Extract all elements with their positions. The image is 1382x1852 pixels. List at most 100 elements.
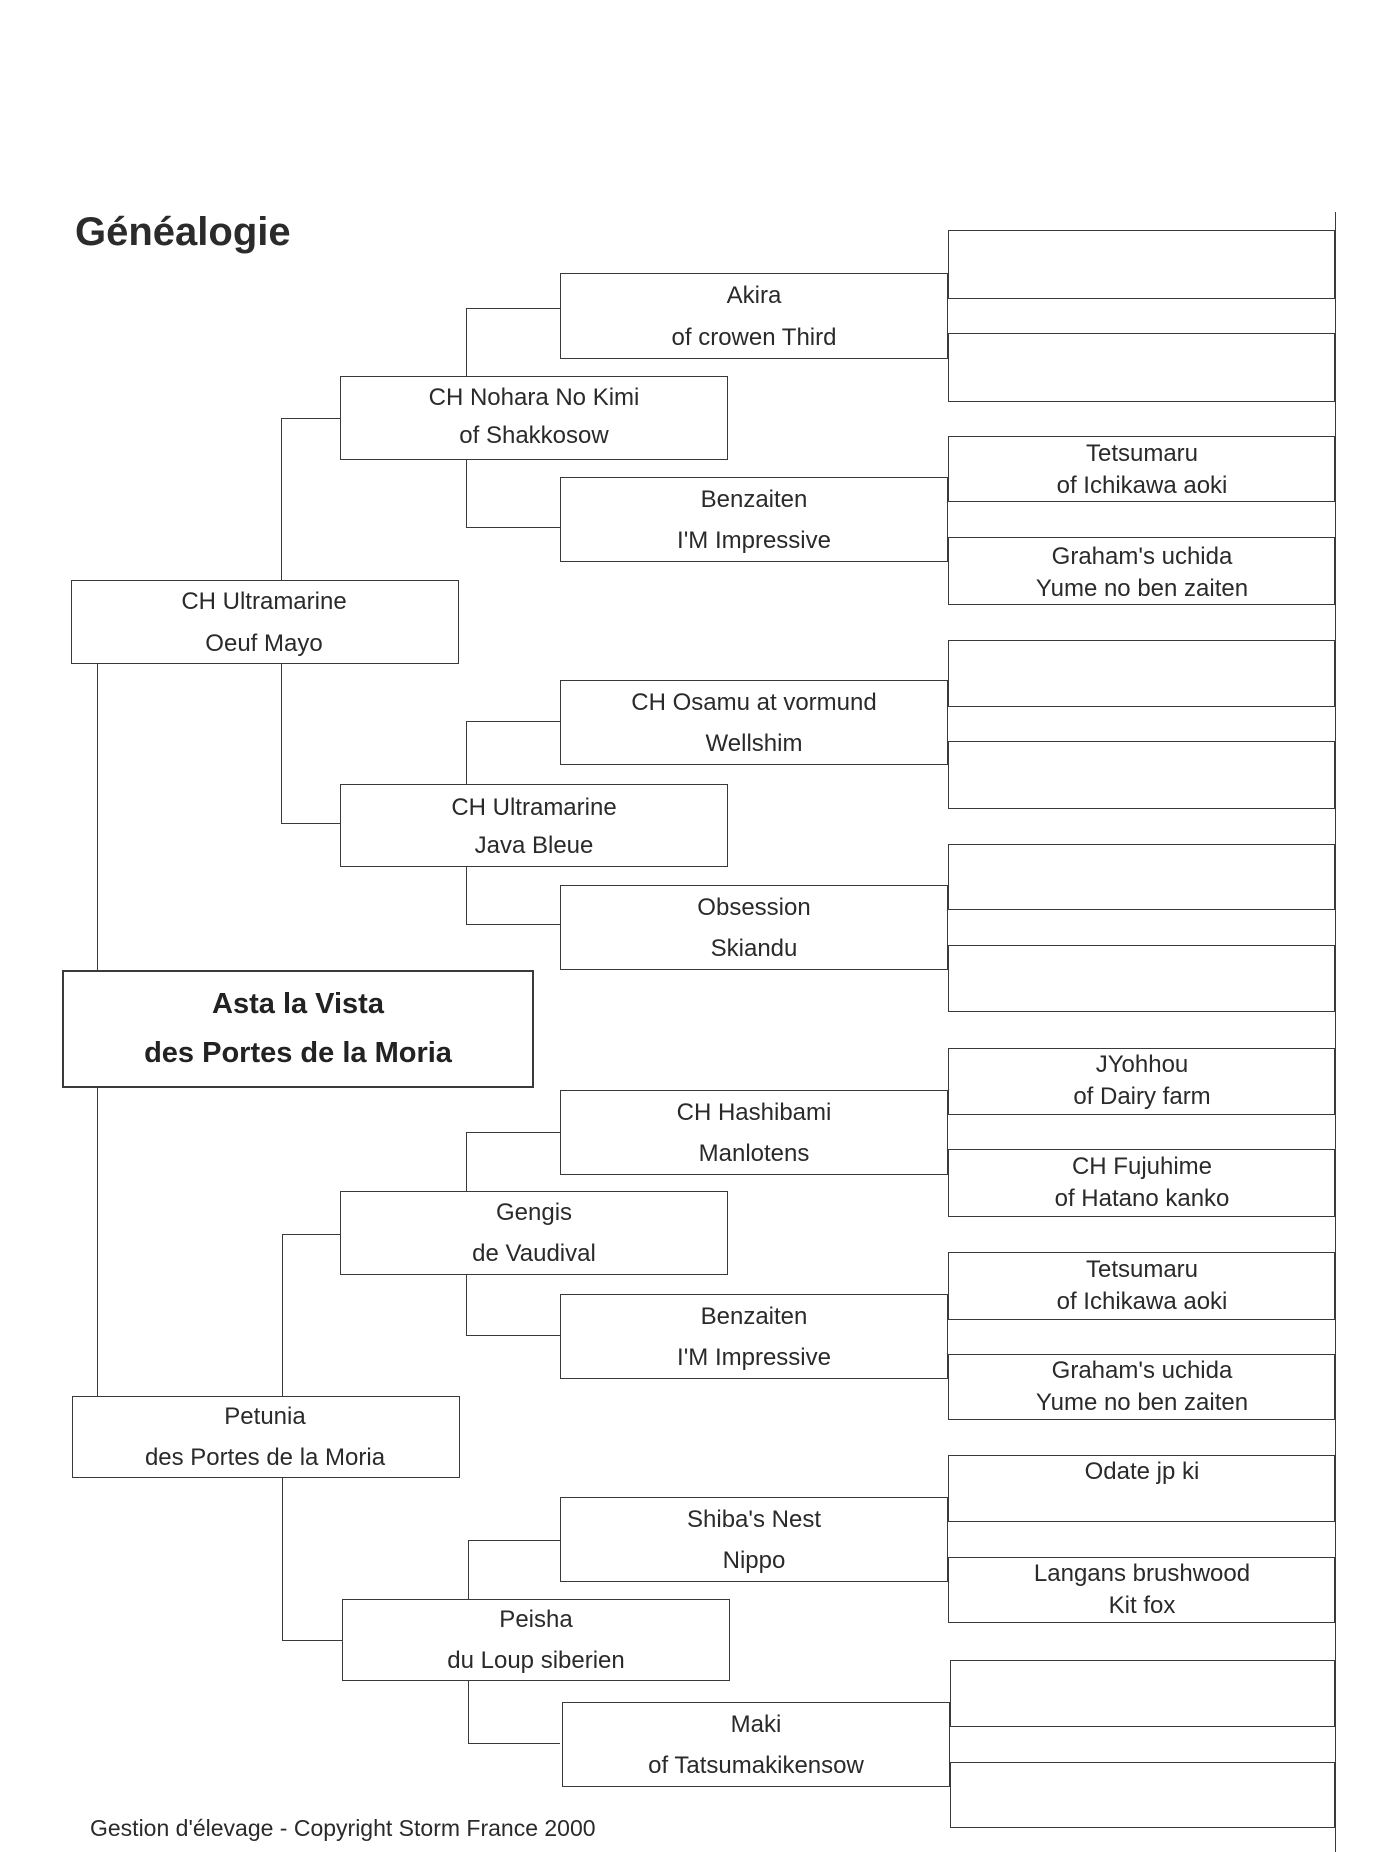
great-grandparent-box [560, 273, 948, 359]
great-great-grandparent-kennel: Yume no ben zaiten [1035, 575, 1249, 602]
great-grandparent-box [560, 680, 948, 765]
great-great-grandparent-kennel: of Ichikawa aoki [1056, 1288, 1228, 1315]
connector-line [466, 527, 560, 528]
connector-line [466, 867, 467, 924]
great-grandparent-name: Benzaiten [700, 486, 808, 513]
great-grandparent-name: Benzaiten [700, 1303, 808, 1330]
connector-line [281, 823, 340, 824]
great-grandparent-box [562, 1702, 950, 1787]
grandparent-name: CH Nohara No Kimi [428, 384, 640, 411]
connector-line [466, 1275, 467, 1335]
connector-line [97, 1088, 98, 1396]
great-great-grandparent-box [948, 741, 1335, 809]
connector-line [282, 1478, 283, 1640]
connector-line [468, 1540, 560, 1541]
great-great-grandparent-name: Graham's uchida [1051, 543, 1233, 570]
sire-name: CH Ultramarine [181, 588, 347, 615]
connector-line [466, 1335, 560, 1336]
great-great-grandparent-box [948, 844, 1335, 910]
grandparent-kennel: du Loup siberien [447, 1647, 625, 1674]
great-great-grandparent-name: Graham's uchida [1051, 1357, 1233, 1384]
connector-line [468, 1540, 469, 1599]
connector-line [466, 308, 560, 309]
dam-kennel: des Portes de la Moria [144, 1444, 386, 1471]
great-great-grandparent-kennel: of Ichikawa aoki [1056, 472, 1228, 499]
page-title: Généalogie [75, 210, 291, 254]
pedigree-root-box [62, 970, 534, 1088]
great-great-grandparent-name: CH Fujuhime [1071, 1153, 1213, 1180]
root-name: Asta la Vista [212, 988, 384, 1020]
great-great-grandparent-name: Tetsumaru [1085, 440, 1199, 467]
great-great-grandparent-box [948, 436, 1335, 502]
grandparent-box [342, 1599, 730, 1681]
connector-line [282, 1234, 283, 1396]
great-great-grandparent-box [948, 1252, 1335, 1320]
great-grandparent-kennel: Manlotens [698, 1140, 810, 1167]
great-great-grandparent-box [948, 1557, 1335, 1623]
connector-line [97, 664, 98, 970]
connector-line [466, 721, 467, 784]
great-great-grandparent-box [948, 1354, 1335, 1420]
connector-line [466, 721, 560, 722]
great-great-grandparent-name: JYohhou [1095, 1051, 1189, 1078]
great-grandparent-kennel: of crowen Third [671, 324, 837, 351]
great-grandparent-box [560, 885, 948, 970]
great-great-grandparent-name: Tetsumaru [1085, 1256, 1199, 1283]
great-grandparent-name: Maki [730, 1711, 782, 1738]
grandparent-kennel: de Vaudival [472, 1240, 596, 1267]
great-grandparent-kennel: I'M Impressive [677, 1344, 831, 1371]
great-great-grandparent-name: Langans brushwood [1033, 1560, 1251, 1587]
great-great-grandparent-box [948, 333, 1335, 402]
great-great-grandparent-box [948, 1048, 1335, 1115]
great-grandparent-name: CH Hashibami [676, 1099, 832, 1126]
great-great-grandparent-box [948, 1455, 1335, 1522]
grandparent-name: Peisha [499, 1606, 573, 1633]
connector-line [466, 1132, 467, 1191]
grandparent-kennel: of Shakkosow [459, 422, 609, 449]
great-great-grandparent-kennel: of Dairy farm [1073, 1083, 1211, 1110]
great-great-grandparent-box [948, 230, 1335, 299]
great-grandparent-kennel: of Tatsumakikensow [648, 1752, 864, 1779]
great-great-grandparent-box [948, 537, 1335, 605]
great-grandparent-box [560, 1090, 948, 1175]
connector-line [466, 460, 467, 527]
great-great-grandparent-name: Odate jp ki [1084, 1458, 1200, 1485]
footer-copyright: Gestion d'élevage - Copyright Storm Fran… [90, 1815, 596, 1841]
grandparent-name: Gengis [495, 1199, 573, 1226]
great-grandparent-kennel: Skiandu [710, 935, 798, 962]
great-great-grandparent-box [950, 1660, 1335, 1727]
dam-box [72, 1396, 460, 1478]
great-grandparent-kennel: Nippo [722, 1547, 786, 1574]
great-grandparent-kennel: I'M Impressive [677, 527, 831, 554]
connector-line [282, 1234, 340, 1235]
grandparent-kennel: Java Bleue [474, 832, 594, 859]
great-grandparent-box [560, 1294, 948, 1379]
great-grandparent-name: Shiba's Nest [687, 1506, 821, 1533]
grandparent-box [340, 784, 728, 867]
great-grandparent-name: CH Osamu at vormund [631, 689, 877, 716]
great-great-grandparent-box [948, 1149, 1335, 1217]
great-great-grandparent-kennel: Kit fox [1108, 1592, 1176, 1619]
sire-box [71, 580, 459, 664]
connector-line [468, 1743, 560, 1744]
grandparent-box [340, 1191, 728, 1275]
great-great-grandparent-box [950, 1762, 1335, 1828]
connector-line [282, 1640, 342, 1641]
great-grandparent-box [560, 1497, 948, 1582]
great-grandparent-kennel: Wellshim [705, 730, 803, 757]
pedigree-right-edge [1335, 212, 1336, 1852]
connector-line [281, 418, 340, 419]
connector-line [466, 924, 560, 925]
connector-line [281, 418, 282, 580]
great-grandparent-name: Akira [726, 282, 782, 309]
great-great-grandparent-kennel: Yume no ben zaiten [1035, 1389, 1249, 1416]
connector-line [466, 1132, 560, 1133]
grandparent-name: CH Ultramarine [451, 794, 617, 821]
grandparent-box [340, 376, 728, 460]
great-great-grandparent-kennel: of Hatano kanko [1054, 1185, 1230, 1212]
great-grandparent-box [560, 477, 948, 562]
dam-name: Petunia [224, 1403, 306, 1430]
great-grandparent-name: Obsession [697, 894, 811, 921]
connector-line [466, 308, 467, 376]
root-kennel: des Portes de la Moria [144, 1037, 452, 1069]
